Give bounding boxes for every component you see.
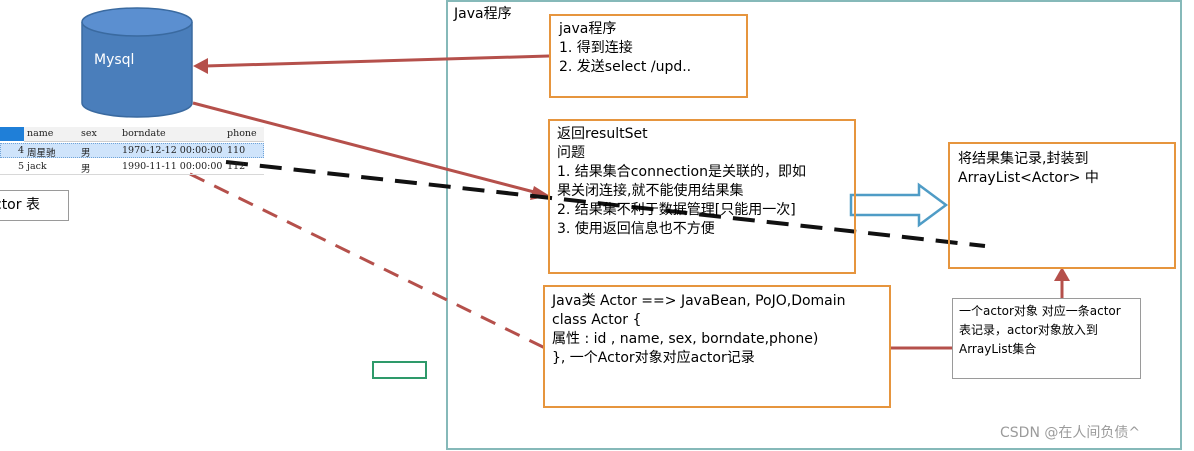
java-program-container [446,0,1182,450]
resultset-line: 3. 使用返回信息也不方便 [557,221,715,237]
resultset-line: 2. 结果集不利于数据管理[只能用一次] [557,202,796,218]
table-caption: ctor 表 [0,197,40,213]
table-cell-borndate: 1970-12-12 00:00:00 [122,145,223,156]
resultset-line: 果关闭连接,就不能使用结果集 [557,183,744,199]
table-header-row [24,127,264,142]
table-header-selector [0,127,24,141]
table-cell-sex: 男 [81,164,91,175]
note-line: 表记录，actor对象放入到 [959,323,1098,337]
table-row[interactable] [0,143,264,158]
arraylist-box: 将结果集记录,封装到 ArrayList<Actor> 中 [948,142,1176,269]
container-title: Java程序 [454,6,512,22]
note-up-arrow [1054,267,1070,298]
table-header-name: name [27,128,54,139]
java-program-line: 2. 发送select /upd.. [559,59,692,75]
table-cell-id: 5 [18,161,25,172]
actor-dashed-line [189,172,546,350]
actor-class-line: }, 一个Actor对象对应actor记录 [552,350,755,366]
note-box: 一个actor对象 对应一条actor 表记录，actor对象放入到 Array… [952,298,1141,379]
actor-table: name sex borndate phone 4 周星驰 男 1970-12-… [0,127,264,179]
table-cell-phone: 112 [227,161,246,172]
table-cell-sex: 男 [81,148,91,159]
wrap-block-arrow-icon [849,182,949,228]
table-cell-phone: 110 [227,145,246,156]
table-cell-borndate: 1990-11-11 00:00:00 [122,161,223,172]
mysql-cylinder-icon [81,7,193,118]
table-caption-box: ctor 表 [0,190,69,221]
resultset-box: 返回resultSet 问题 1. 结果集合connection是关联的，即如 … [548,119,856,274]
table-header-sex: sex [81,128,97,139]
mapping-dashed-line [225,160,986,248]
java-program-box: java程序 1. 得到连接 2. 发送select /upd.. [549,14,748,98]
actor-class-box: Java类 Actor ==> JavaBean, PoJO,Domain cl… [543,285,891,408]
actor-class-line: 属性 : id , name, sex, borndate,phone) [552,331,819,347]
resultset-line: 1. 结果集合connection是关联的，即如 [557,164,806,180]
watermark: CSDN @在人间负债^ [1000,425,1141,441]
resultset-line: 问题 [557,145,585,161]
note-line: 一个actor对象 对应一条actor [959,304,1121,318]
mysql-label: Mysql [94,52,135,68]
arraylist-line: 将结果集记录,封装到 [958,151,1089,167]
java-program-line: 1. 得到连接 [559,40,633,56]
table-cell-name: jack [27,161,47,172]
table-cell-id: 4 [18,145,25,156]
table-header-phone: phone [227,128,257,139]
note-line: ArrayList集合 [959,342,1037,356]
actor-class-line: Java类 Actor ==> JavaBean, PoJO,Domain [552,293,846,309]
actor-class-line: class Actor { [552,312,642,328]
java-program-line: java程序 [559,21,617,37]
resultset-line: 返回resultSet [557,126,648,142]
table-cell-name: 周星驰 [27,148,56,159]
small-green-rect [372,361,427,379]
table-row[interactable] [0,159,264,175]
table-header-borndate: borndate [122,128,166,139]
arraylist-line: ArrayList<Actor> 中 [958,170,1099,186]
request-arrow [193,54,550,74]
